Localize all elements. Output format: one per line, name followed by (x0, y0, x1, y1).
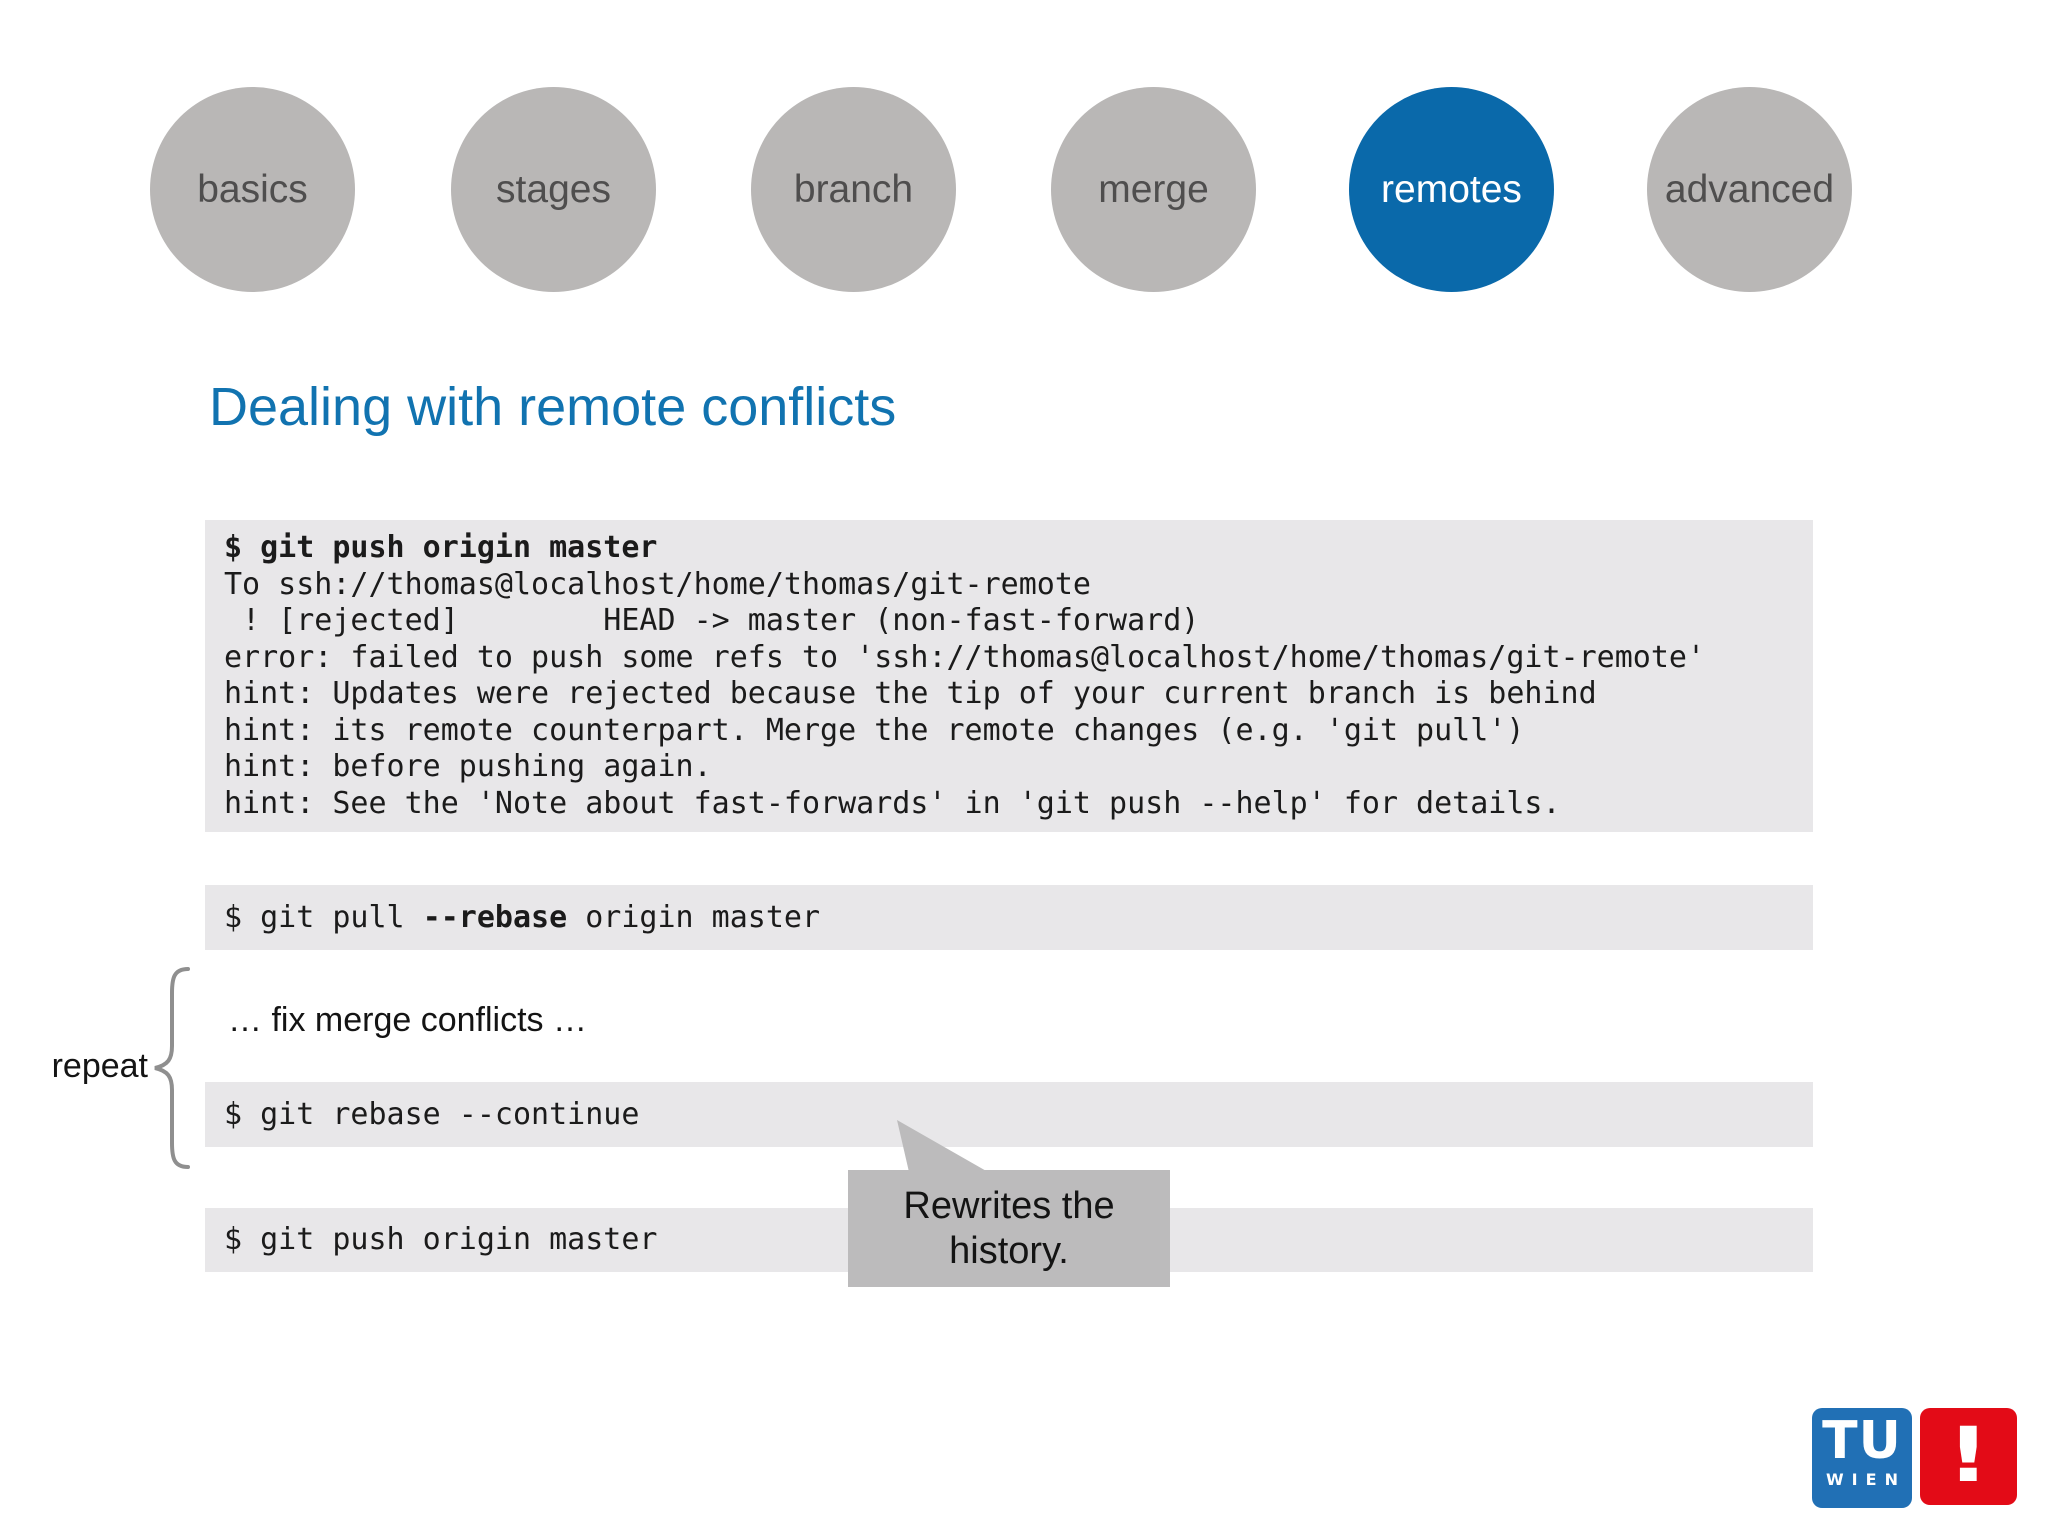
terminal-line: To ssh://thomas@localhost/home/thomas/gi… (224, 566, 1091, 602)
callout-text-line2: history. (949, 1229, 1069, 1272)
exclamation-mark: ! (1946, 1410, 1991, 1499)
pull-rebase-command-bar: $ git pull --rebase origin master (205, 885, 1813, 950)
fix-merge-conflicts-note: … fix merge conflicts … (228, 1001, 587, 1039)
callout-bubble: Rewrites the history. (848, 1170, 1170, 1287)
terminal-line: hint: See the 'Note about fast-forwards'… (224, 785, 1561, 821)
repeat-label: repeat (51, 1047, 148, 1085)
page-title: Dealing with remote conflicts (209, 377, 897, 437)
terminal-line: hint: its remote counterpart. Merge the … (224, 712, 1525, 748)
terminal-line: error: failed to push some refs to 'ssh:… (224, 639, 1706, 675)
terminal-line: hint: before pushing again. (224, 749, 712, 784)
nav-circle-merge[interactable]: merge (1051, 87, 1256, 292)
nav-label: remotes (1381, 167, 1522, 211)
nav-label: merge (1098, 167, 1209, 211)
callout-tail (897, 1120, 988, 1172)
nav-label: advanced (1664, 167, 1835, 211)
terminal-line: hint: Updates were rejected because the … (224, 676, 1597, 711)
terminal-line: ! [rejected] HEAD -> master (non-fast-fo… (224, 603, 1200, 638)
tu-wien-logo: TU WIEN (1812, 1408, 1912, 1508)
callout-text-line1: Rewrites the (903, 1184, 1115, 1227)
nav-label: basics (197, 167, 308, 211)
repeat-brace (154, 967, 190, 1169)
nav-label: stages (496, 167, 611, 211)
nav-label: branch (793, 167, 914, 211)
command-text: origin master (567, 900, 821, 935)
nav-circle-basics[interactable]: basics (150, 87, 355, 292)
tu-logo-wien: WIEN (1826, 1470, 1906, 1489)
informatics-logo: ! (1920, 1408, 2017, 1505)
command-text: $ git pull (224, 900, 423, 935)
command-text-bold: --rebase (422, 900, 568, 935)
terminal-line: $ git push origin master (224, 530, 658, 565)
nav-circle-advanced[interactable]: advanced (1647, 87, 1852, 292)
nav-circle-branch[interactable]: branch (751, 87, 956, 292)
nav-circle-stages[interactable]: stages (451, 87, 656, 292)
tu-logo-letters: TU (1822, 1411, 1902, 1471)
terminal-output-block: $ git push origin master To ssh://thomas… (205, 520, 1813, 832)
nav-circle-remotes[interactable]: remotes (1349, 87, 1554, 292)
rebase-continue-command-bar: $ git rebase --continue (205, 1082, 1813, 1147)
